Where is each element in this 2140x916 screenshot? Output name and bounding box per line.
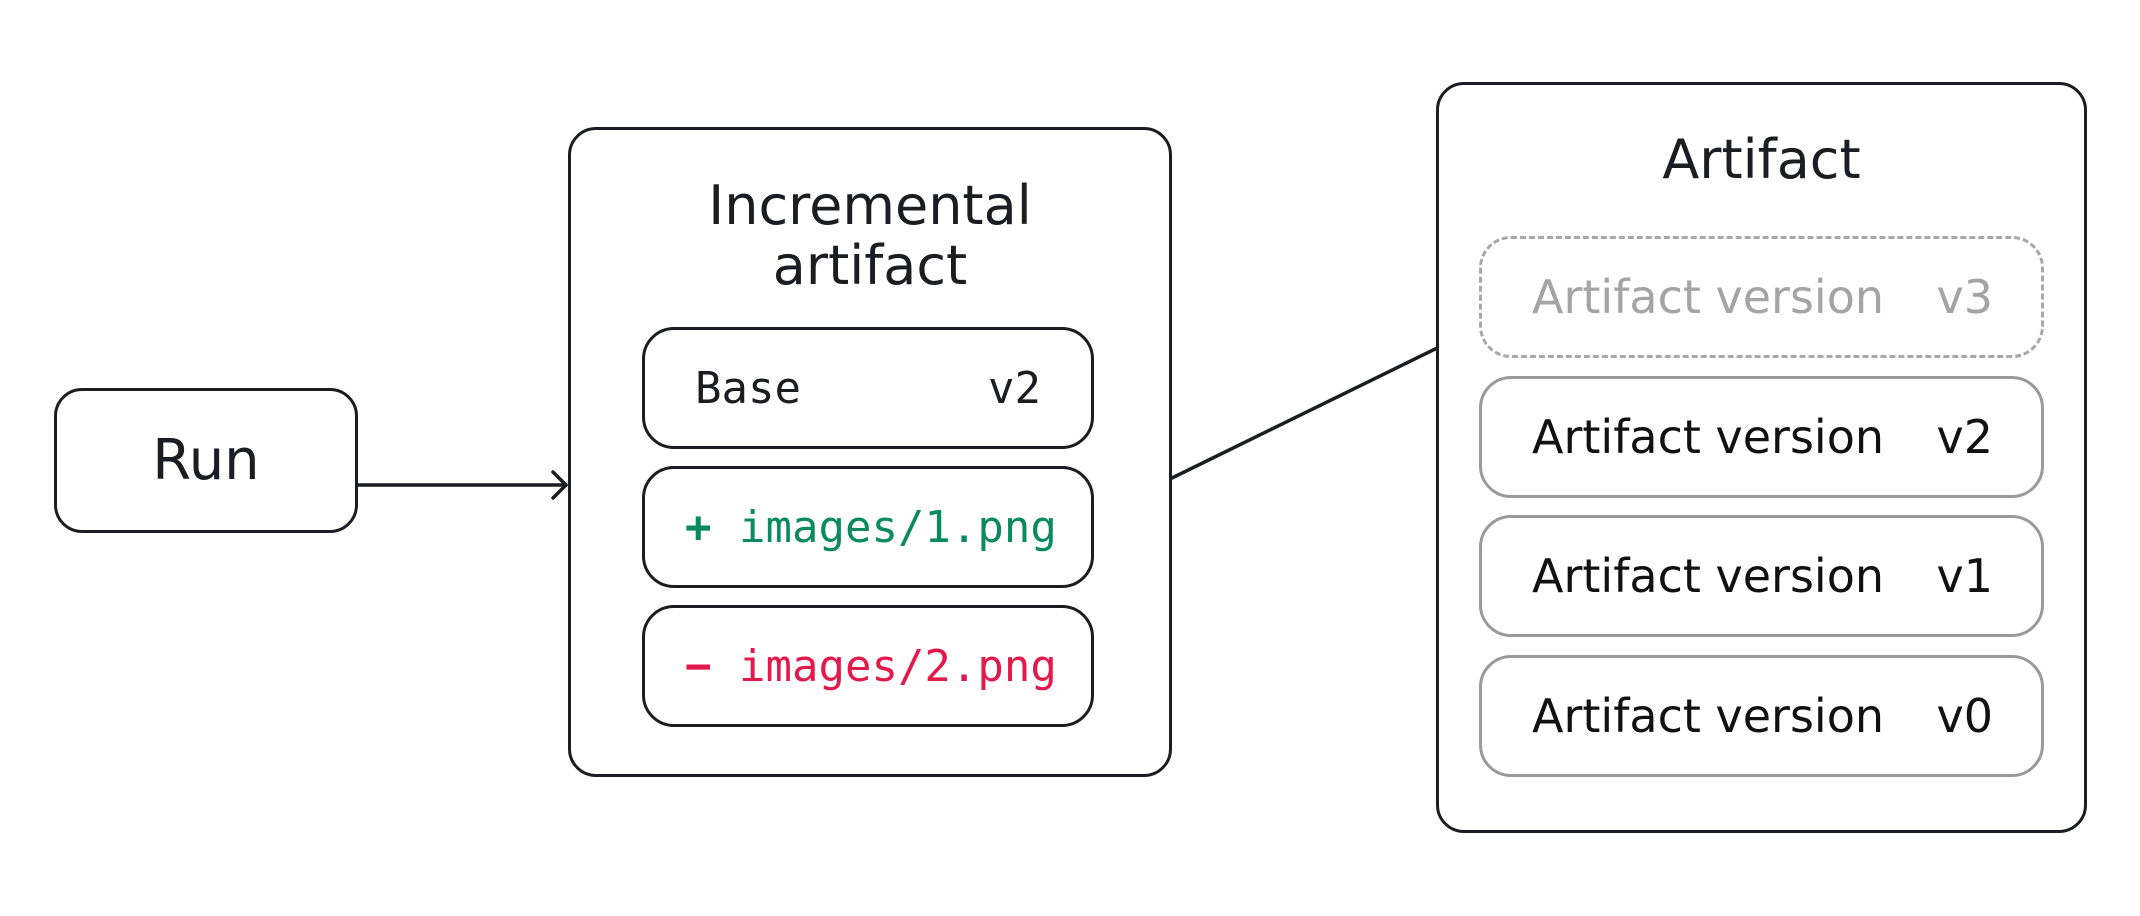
incremental-artifact-title: Incremental artifact — [568, 176, 1172, 296]
arrow-run-to-incremental — [354, 470, 568, 500]
artifact-version-v3: Artifact version v3 — [1479, 236, 2044, 358]
base-version: v2 — [988, 362, 1041, 414]
run-label: Run — [152, 428, 260, 493]
added-file-path: images/1.png — [739, 501, 1057, 553]
incremental-title-line-2: artifact — [772, 234, 968, 297]
run-node: Run — [54, 388, 358, 533]
artifact-title: Artifact — [1662, 128, 1861, 191]
base-label: Base — [695, 362, 801, 414]
minus-icon: − — [685, 640, 712, 692]
version-label: Artifact version — [1532, 410, 1885, 464]
version-number: v1 — [1936, 549, 1994, 603]
version-number: v2 — [1936, 410, 1994, 464]
incremental-title-line-1: Incremental — [708, 174, 1032, 237]
arrow-incremental-to-artifact — [1170, 321, 1478, 480]
removed-file-path: images/2.png — [739, 640, 1057, 692]
artifact-version-v1: Artifact version v1 — [1479, 515, 2044, 637]
version-label: Artifact version — [1532, 549, 1885, 603]
version-number: v0 — [1936, 689, 1994, 743]
version-label: Artifact version — [1532, 689, 1885, 743]
added-file-row: + images/1.png — [642, 466, 1094, 588]
artifact-version-v2: Artifact version v2 — [1479, 376, 2044, 498]
version-label: Artifact version — [1532, 270, 1885, 324]
artifact-version-v0: Artifact version v0 — [1479, 655, 2044, 777]
removed-file-row: − images/2.png — [642, 605, 1094, 727]
plus-icon: + — [685, 501, 712, 553]
version-number: v3 — [1936, 270, 1994, 324]
base-row: Base v2 — [642, 327, 1094, 449]
